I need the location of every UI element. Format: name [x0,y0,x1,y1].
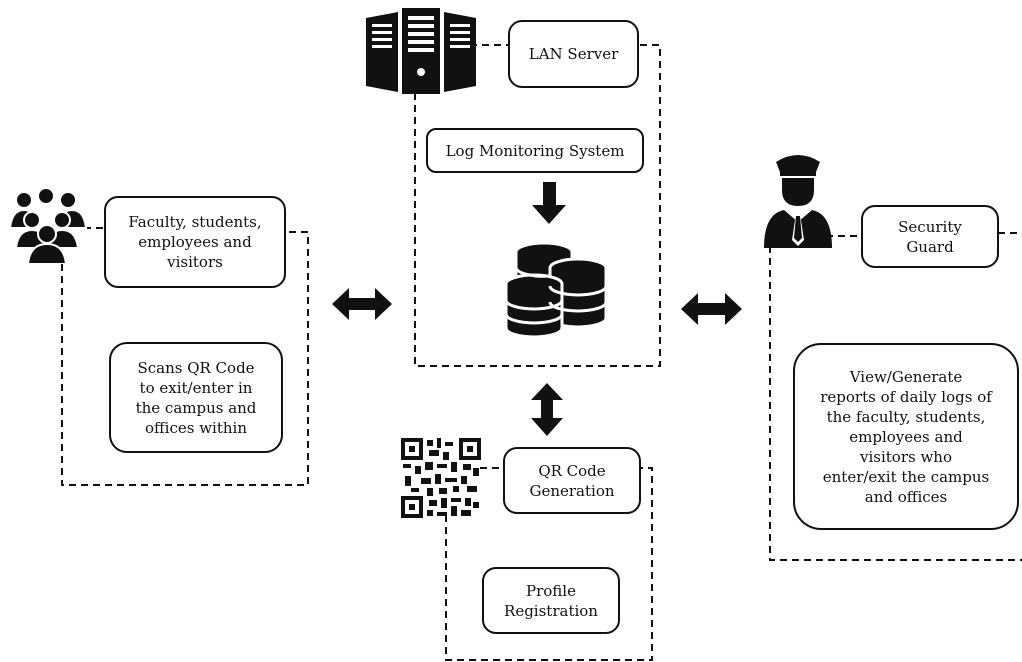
database-icon [504,241,608,339]
qr-code-icon [401,438,481,518]
scans-qr-box: Scans QR Code to exit/enter in the campu… [109,342,283,453]
server-region-border [414,44,661,367]
profile-registration-box: Profile Registration [482,567,620,634]
security-guard-box: Security Guard [861,205,999,268]
log-monitoring-box: Log Monitoring System [426,128,644,173]
lan-server-box: LAN Server [508,20,639,88]
server-icon [366,8,476,94]
down-arrow-icon [532,182,566,224]
double-arrow-icon-vertical [531,383,563,436]
qr-generation-box: QR Code Generation [503,447,641,514]
security-guard-icon [764,155,832,248]
double-arrow-icon-right [681,293,742,325]
double-arrow-icon-left [332,288,392,320]
users-region-border [61,228,309,486]
people-icon [8,187,88,264]
users-box: Faculty, students, employees and visitor… [104,196,286,288]
qr-region-border [445,467,653,661]
reports-box: View/Generate reports of daily logs of t… [793,343,1019,530]
guard-region-border [769,246,1022,561]
